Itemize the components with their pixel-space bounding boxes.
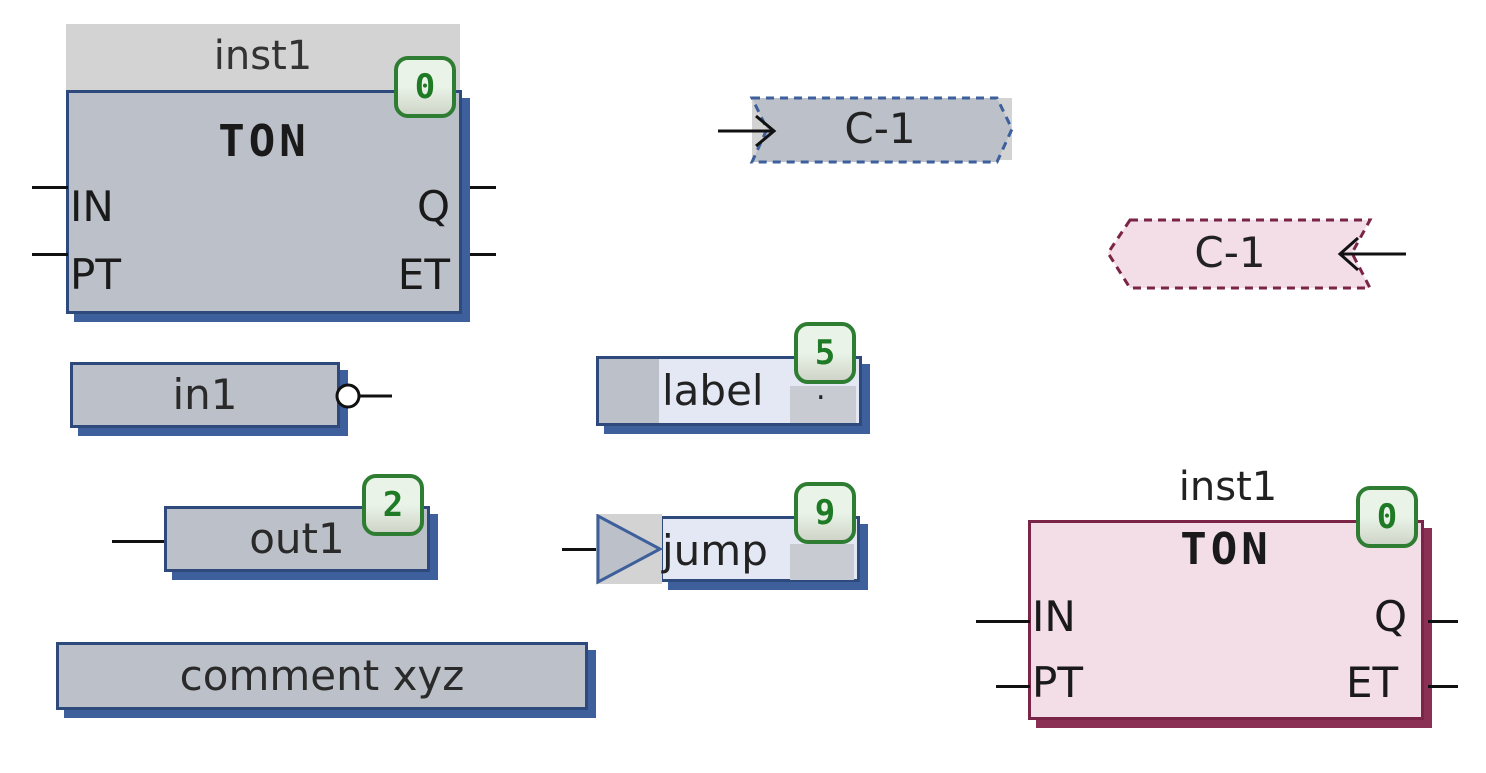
output-variable-name: out1	[249, 514, 345, 563]
wire-et	[470, 253, 496, 256]
comment-box[interactable]: comment xyz	[56, 642, 588, 710]
label-text: label	[662, 366, 764, 415]
execution-order-badge: 0	[1356, 486, 1418, 548]
wire-in	[976, 620, 1030, 623]
input-variable-name: in1	[172, 370, 238, 419]
pin-in: IN	[70, 182, 114, 231]
function-block-body[interactable]	[1028, 520, 1424, 720]
continuation-outline	[749, 96, 1014, 164]
execution-order-badge: 9	[794, 482, 856, 544]
wire-out1	[112, 540, 166, 543]
pin-pt: PT	[70, 250, 121, 299]
arrow-head	[1337, 236, 1359, 272]
ton-block-blue[interactable]: inst1 TON IN PT Q ET	[66, 24, 466, 314]
continuation-shape[interactable]	[712, 94, 1022, 174]
continuation-label: C-1	[844, 104, 916, 153]
jump-block[interactable]: jump	[596, 514, 868, 590]
comment-text: comment xyz	[179, 651, 465, 700]
arrow-head	[755, 114, 777, 148]
connector-outline	[1106, 218, 1373, 290]
function-block-type: TON	[1180, 524, 1272, 575]
wire-et	[1428, 685, 1458, 688]
instance-name: inst1	[213, 33, 313, 79]
connector-label: C-1	[1194, 228, 1266, 277]
function-block-body	[66, 90, 462, 314]
execution-order-badge: 2	[362, 474, 424, 536]
label-block-left-cell	[599, 359, 659, 423]
pin-in: IN	[1032, 592, 1076, 641]
wire-q	[470, 186, 496, 189]
jump-text: jump	[662, 526, 768, 575]
connector-shape[interactable]	[1100, 216, 1410, 296]
pin-et: ET	[1346, 658, 1399, 707]
pin-pt: PT	[1032, 658, 1083, 707]
jump-block-right-cell	[790, 544, 854, 580]
input-variable-box[interactable]: in1	[70, 362, 340, 428]
jump-arrow-icon	[596, 514, 664, 585]
label-marker: .	[816, 372, 826, 407]
function-block-type: TON	[218, 116, 310, 167]
pin-et: ET	[397, 250, 450, 299]
negation-circle	[335, 383, 392, 409]
instance-name-header: inst1	[66, 24, 460, 90]
pin-q: Q	[1374, 592, 1408, 641]
label-block[interactable]: label .	[596, 356, 868, 430]
wire-q	[1428, 620, 1458, 623]
instance-name: inst1	[1178, 464, 1278, 510]
label-block-right-cell	[790, 386, 856, 423]
wire-in	[32, 186, 68, 189]
execution-order-badge: 0	[394, 56, 456, 118]
pin-q: Q	[416, 182, 450, 231]
wire-pt	[996, 685, 1030, 688]
wire-jump	[562, 548, 598, 551]
execution-order-badge: 5	[794, 322, 856, 384]
wire-pt	[32, 253, 68, 256]
